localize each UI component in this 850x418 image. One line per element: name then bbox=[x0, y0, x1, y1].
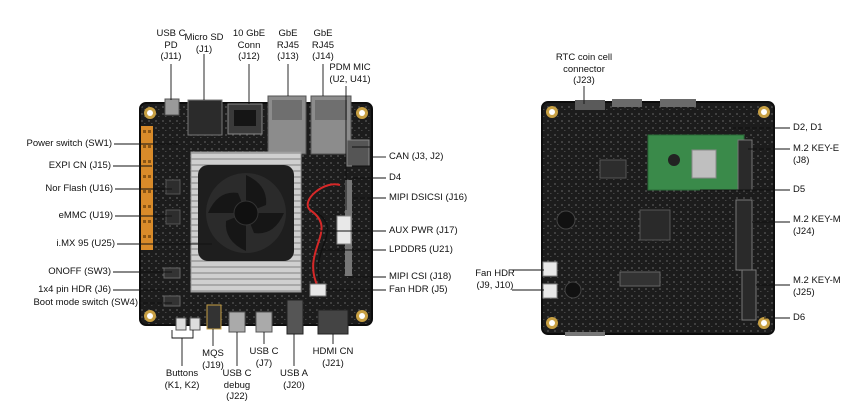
label-usbc-debug: USB C debug (J22) bbox=[222, 368, 252, 402]
label-lpddr5: LPDDR5 (U21) bbox=[389, 244, 453, 255]
label-d6: D6 bbox=[793, 312, 806, 323]
label-mipi-csi: MIPI CSI (J18) bbox=[389, 271, 452, 282]
label-emmc: eMMC (U19) bbox=[58, 210, 113, 221]
label-m2m-j25: M.2 KEY-M (J25) bbox=[793, 275, 841, 298]
label-gbe-j13: GbE RJ45 (J13) bbox=[276, 28, 300, 62]
label-aux-pwr: AUX PWR (J17) bbox=[389, 225, 458, 236]
label-hdmi: HDMI CN (J21) bbox=[312, 346, 354, 369]
label-usbc-j7: USB C (J7) bbox=[249, 346, 279, 369]
label-d2d1: D2, D1 bbox=[793, 122, 823, 133]
label-d4: D4 bbox=[389, 172, 402, 183]
label-boot-mode: Boot mode switch (SW4) bbox=[33, 297, 138, 308]
label-d5: D5 bbox=[793, 184, 806, 195]
label-10gbe: 10 GbE Conn (J12) bbox=[232, 28, 266, 62]
back-board bbox=[541, 99, 775, 336]
label-fan-hdr-j9: Fan HDR (J9, J10) bbox=[475, 268, 515, 291]
leader-lines bbox=[113, 54, 790, 366]
label-gbe-j14: GbE RJ45 (J14) bbox=[311, 28, 335, 62]
label-microsd: Micro SD (J1) bbox=[184, 32, 224, 55]
label-buttons: Buttons (K1, K2) bbox=[164, 368, 200, 391]
label-imx95: i.MX 95 (U25) bbox=[56, 238, 115, 249]
label-rtc: RTC coin cell connector (J23) bbox=[555, 52, 613, 86]
label-usbc-pd: USB C PD (J11) bbox=[156, 28, 186, 62]
label-m2e: M.2 KEY-E (J8) bbox=[793, 143, 840, 166]
label-can: CAN (J3, J2) bbox=[389, 151, 444, 162]
label-m2m-j24: M.2 KEY-M (J24) bbox=[793, 214, 841, 237]
label-pin-hdr: 1x4 pin HDR (J6) bbox=[38, 284, 111, 295]
label-power-switch: Power switch (SW1) bbox=[26, 138, 112, 149]
label-mqs: MQS (J19) bbox=[202, 348, 224, 371]
label-mipi-dsi: MIPI DSICSI (J16) bbox=[389, 192, 468, 203]
label-expi: EXPI CN (J15) bbox=[48, 160, 111, 171]
label-pdm-mic: PDM MIC (U2, U41) bbox=[329, 62, 371, 85]
label-nor-flash: Nor Flash (U16) bbox=[45, 183, 113, 194]
front-board bbox=[139, 95, 373, 335]
label-onoff: ONOFF (SW3) bbox=[48, 266, 111, 277]
label-fan-hdr-j5: Fan HDR (J5) bbox=[389, 284, 448, 295]
label-usba: USB A (J20) bbox=[280, 368, 308, 391]
